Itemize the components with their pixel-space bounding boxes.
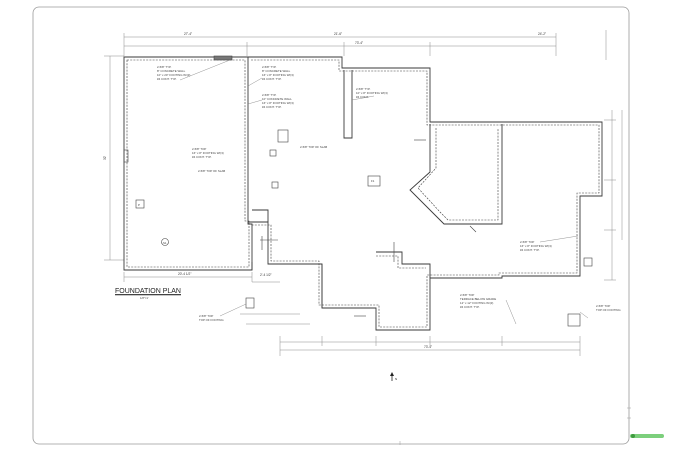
dim-left-height: 32' [103, 155, 107, 160]
note-10b: TOP OF FOOTING [199, 318, 224, 322]
dim-top-mid: 21'-6" [334, 32, 342, 36]
dim-top-left: 27'-4" [184, 32, 192, 36]
note-3b: 10" CONCRETE WALL [262, 97, 292, 101]
note-1b: 8" CONCRETE WALL [157, 69, 186, 73]
note-9: 2-5/8" TOP [460, 293, 474, 297]
note-2b: 8" CONCRETE WALL [262, 69, 291, 73]
leader-lines [179, 59, 589, 325]
right-dimensions [604, 110, 623, 281]
drawing-title: FOUNDATION PLAN [115, 288, 181, 295]
note-5: 2-5/8" TOP [192, 147, 206, 151]
foundation-walls [123, 56, 603, 331]
top-dimensions [123, 30, 607, 60]
sheet-border [32, 6, 630, 445]
north-label: N [395, 377, 397, 381]
drawing-scale: 1/8"=1' [140, 296, 149, 300]
note-8c: #4 CONT. TYP. [520, 248, 540, 252]
note-2: 2-5/8" TYP. [262, 65, 277, 69]
margin-ticks [399, 407, 631, 445]
dim-bottom-left: 20'-4 1/2" [178, 272, 191, 276]
note-8b: 16" x 8" FOOTING W/(3) [520, 244, 552, 248]
note-4b: 10" x 8" FOOTING W/(3) [356, 91, 388, 95]
note-9b: TERRACE BELOW GRADE [460, 297, 496, 301]
bottom-dimensions [123, 272, 581, 356]
dim-bottom-overall: 73'-4" [424, 345, 432, 349]
note-3c: 16" x 8" FOOTING W/(3) [262, 101, 294, 105]
note-8: 2-5/8" TOP [520, 240, 534, 244]
page-navigator-fill [630, 434, 664, 438]
plan-details [123, 55, 593, 327]
note-1c: 10" x 20" FOOTING W/(3) [157, 73, 190, 77]
note-1: 2-5/8" TYP. [157, 65, 172, 69]
note-3d: #4 CONT. TYP. [262, 105, 282, 109]
left-dimensions [104, 55, 124, 261]
note-7: 2-5/8" TOP OF SLAB [300, 145, 327, 149]
note-2d: #4 CONT. TYP. [262, 77, 282, 81]
note-3: 2-5/8" TYP. [262, 93, 277, 97]
note-2c: 16" x 8" FOOTING W/(3) [262, 73, 294, 77]
north-arrow: N [390, 372, 397, 381]
tag-f1: F1 [371, 179, 375, 183]
note-9c: 12" x 12" FOOTING W/(3) [460, 301, 493, 305]
note-5c: #4 CONT. TYP. [192, 155, 212, 159]
note-6: 2-5/8" TOP OF SLAB [198, 169, 225, 173]
dim-bottom-mid: 2'-4 1/2" [260, 273, 272, 277]
page-navigator-handle[interactable] [631, 434, 635, 438]
note-4: 2-5/8" TYP. [356, 87, 371, 91]
note-9d: #4 CONT. TYP. [460, 305, 480, 309]
note-11b: TOP OF FOOTING [596, 308, 621, 312]
tag-p: P [138, 203, 140, 207]
dim-top-right: 24'-2" [538, 32, 546, 36]
note-1d: #4 CONT. TYP. [157, 77, 177, 81]
dim-top-overall: 73'-4" [355, 41, 363, 45]
page-navigator-bar[interactable] [630, 434, 664, 438]
note-11: 2-5/8" TOP [596, 304, 610, 308]
note-10: 2-5/8" TOP [199, 314, 213, 318]
tag-s1: S1 [163, 241, 167, 245]
note-5b: 16" x 8" FOOTING W/(3) [192, 151, 224, 155]
note-4c: #4 CONT. [356, 95, 369, 99]
